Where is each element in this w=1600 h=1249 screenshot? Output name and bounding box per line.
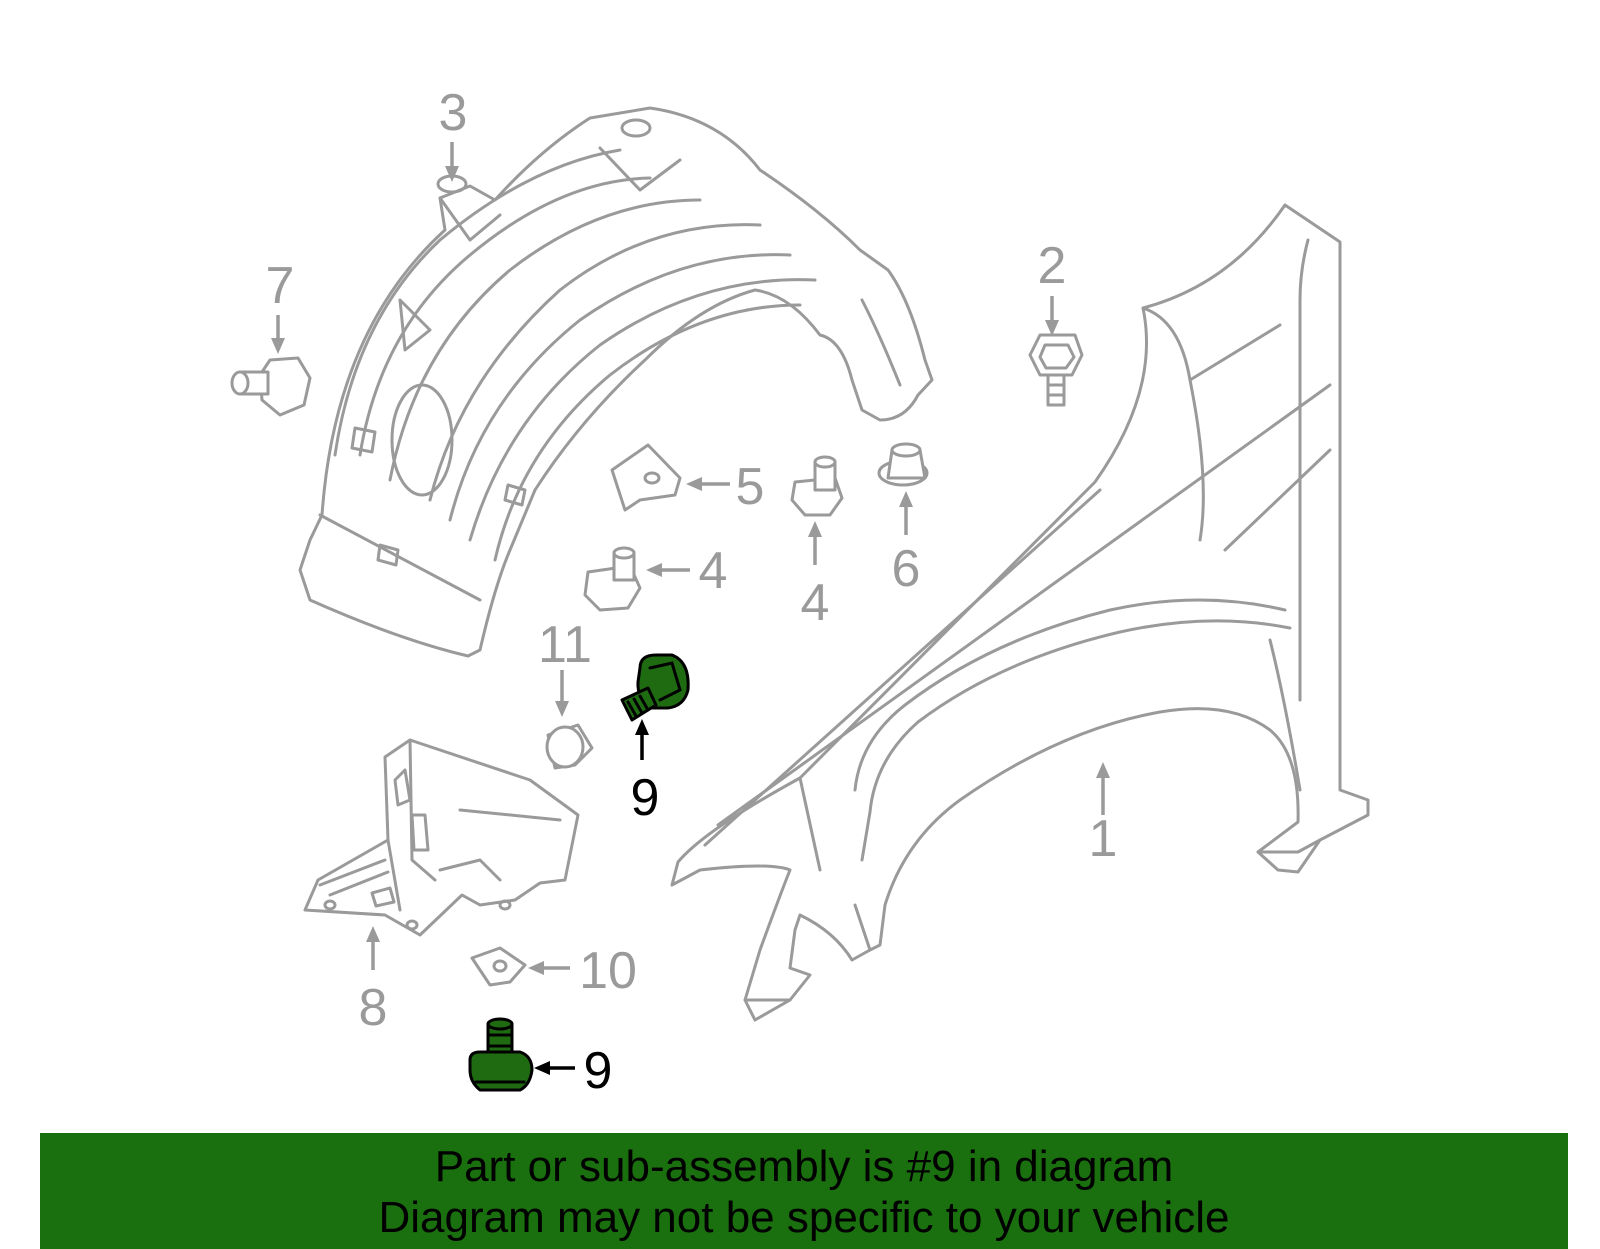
arrow-2 [1045, 296, 1059, 336]
part-9-bolt-upper[interactable] [620, 653, 690, 722]
arrow-3 [445, 142, 459, 182]
callout-3: 3 [439, 84, 468, 142]
callout-2: 2 [1038, 237, 1067, 295]
part-2-bolt[interactable] [1028, 333, 1084, 407]
part-6-grommet[interactable] [877, 442, 929, 487]
arrow-4-left [646, 563, 690, 577]
part-4-clip-right[interactable] [790, 455, 844, 517]
part-4-clip-left[interactable] [583, 546, 642, 612]
arrow-6 [899, 491, 913, 535]
arrow-11 [555, 670, 569, 717]
callout-1: 1 [1089, 810, 1118, 868]
arrow-5 [686, 477, 730, 491]
callout-9-upper: 9 [631, 769, 660, 827]
banner-line-part: Part or sub-assembly is #9 in diagram [434, 1142, 1174, 1191]
arrow-9-upper [635, 719, 649, 760]
part-3-fender-liner[interactable] [298, 106, 934, 658]
callout-10: 10 [579, 942, 637, 1000]
callout-5: 5 [736, 458, 765, 516]
banner-line-disclaimer: Diagram may not be specific to your vehi… [378, 1193, 1230, 1242]
callout-8: 8 [359, 979, 388, 1037]
part-9-bolt-lower[interactable] [468, 1017, 534, 1092]
info-banner: Part or sub-assembly is #9 in diagram Di… [40, 1133, 1568, 1249]
part-8-splash-shield[interactable] [303, 738, 580, 937]
callout-9-lower: 9 [584, 1042, 613, 1100]
arrow-7 [271, 315, 285, 354]
callout-6: 6 [892, 540, 921, 598]
arrow-9-lower [534, 1061, 575, 1075]
arrow-8 [366, 926, 380, 970]
callout-4-right: 4 [801, 574, 830, 632]
part-1-fender[interactable] [670, 203, 1370, 1022]
part-7-clip[interactable] [230, 356, 312, 417]
callout-7: 7 [266, 257, 295, 315]
arrow-10 [528, 961, 570, 975]
arrow-4-right [808, 521, 822, 565]
callout-11: 11 [538, 616, 592, 674]
part-5-bracket[interactable] [610, 443, 682, 512]
callout-4-left: 4 [699, 542, 728, 600]
parts-diagram: 1 2 3 4 4 5 6 7 8 9 9 10 11 [230, 84, 1370, 1100]
part-11-grommet[interactable] [545, 723, 594, 770]
arrow-1 [1096, 762, 1110, 815]
part-10-nut-clip[interactable] [470, 946, 527, 987]
